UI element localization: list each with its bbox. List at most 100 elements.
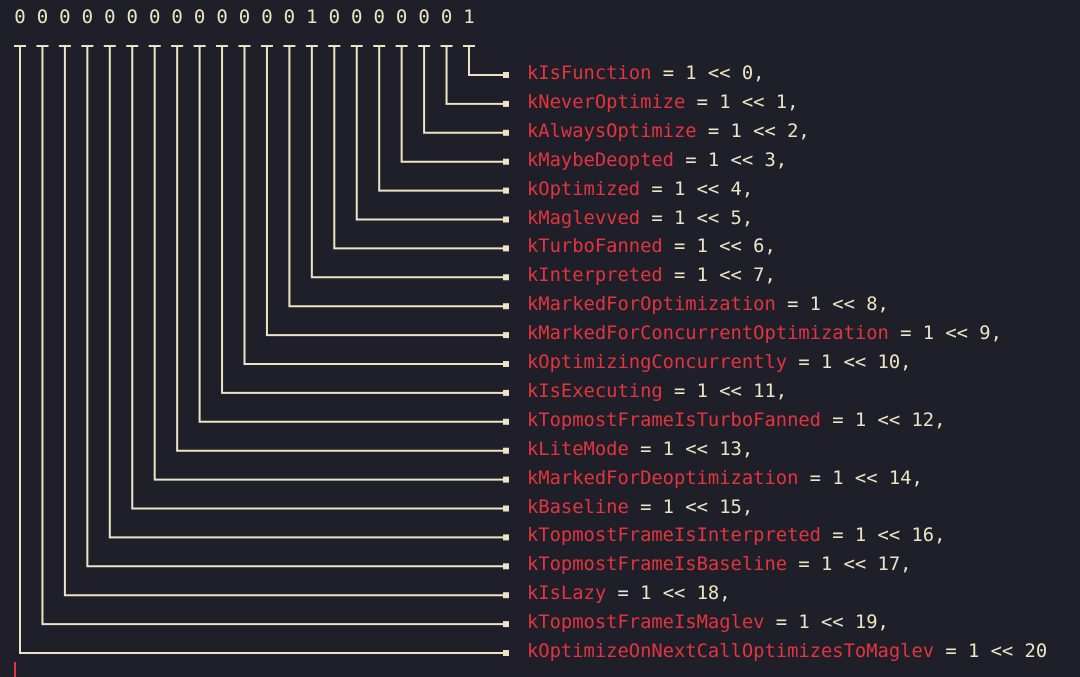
flag-row: kTopmostFrameIsBaseline = 1 << 17, (527, 554, 911, 576)
flag-row: kMaglevved = 1 << 5, (527, 208, 753, 230)
flag-name: kIsExecuting (527, 380, 663, 402)
flag-name: kIsLazy (527, 583, 607, 605)
connector-line (378, 46, 505, 192)
connector-end (503, 245, 509, 252)
flag-row: kTopmostFrameIsMaglev = 1 << 19, (527, 612, 889, 634)
flag-value: = 1 << 10, (787, 352, 912, 373)
flag-value: = 1 << 6, (662, 236, 776, 258)
flag-name: kTopmostFrameIsMaglev (527, 612, 765, 634)
connector-line (445, 46, 505, 105)
flag-value: = 1 << 12, (821, 409, 946, 431)
bit-digit: 0 (351, 6, 363, 28)
flag-value: = 1 << 5, (640, 207, 754, 229)
connector-end (503, 216, 509, 223)
flag-name: kTopmostFrameIsTurboFanned (527, 409, 821, 431)
flag-name: kOptimizeOnNextCallOptimizesToMaglev (527, 641, 935, 662)
connector-line (288, 46, 505, 308)
connector-line (19, 46, 505, 654)
connector-line (243, 46, 505, 365)
flag-row: kTurboFanned = 1 << 6, (527, 236, 776, 258)
flag-value: = 1 << 7, (662, 265, 776, 287)
connector-line (355, 46, 505, 221)
flag-name: kMarkedForConcurrentOptimization (527, 323, 889, 345)
flag-value: = 1 << 4, (640, 178, 754, 200)
connector-end (503, 303, 509, 310)
flag-name: kBaseline (527, 496, 629, 518)
flag-value: = 1 << 1, (685, 91, 799, 113)
connector-end (503, 534, 509, 541)
flag-row: kMarkedForConcurrentOptimization = 1 << … (527, 323, 1002, 345)
bit-digit: 0 (171, 6, 183, 28)
connector-end (503, 129, 509, 136)
flag-row: kLiteMode = 1 << 13, (527, 439, 753, 461)
flag-value: = 1 << 15, (628, 496, 754, 518)
flag-value: = 1 << 18, (606, 583, 731, 605)
flag-row: kIsLazy = 1 << 18, (527, 583, 731, 605)
flag-name: kInterpreted (527, 265, 663, 287)
bit-digit: 0 (148, 6, 161, 28)
flag-row: kIsExecuting = 1 << 11, (527, 381, 787, 403)
flag-value: = 1 << 19, (764, 612, 889, 634)
connector-end (503, 158, 509, 165)
bit-digit: 0 (216, 6, 228, 28)
connector-line (423, 46, 505, 134)
flag-row: kOptimizingConcurrently = 1 << 10, (527, 352, 911, 374)
connector-line (468, 46, 505, 76)
connector-line (176, 46, 505, 452)
connector-end (503, 505, 509, 512)
flag-value: = 1 << 14, (798, 467, 923, 489)
connector-end (503, 72, 509, 78)
flag-name: kNeverOptimize (527, 91, 686, 113)
flag-row: kNeverOptimize = 1 << 1, (527, 92, 798, 114)
flag-name: kMaglevved (527, 207, 641, 229)
connector-line (153, 46, 505, 481)
connector-end (503, 621, 509, 628)
connector-line (310, 46, 505, 279)
flag-name: kTopmostFrameIsInterpreted (527, 525, 821, 547)
flag-value: = 1 << 13, (628, 438, 754, 460)
connector-end (503, 389, 509, 396)
connector-end (503, 361, 509, 367)
flag-row: kTopmostFrameIsTurboFanned = 1 << 12, (527, 410, 945, 432)
connector-line (400, 46, 505, 163)
bit-digit: 0 (238, 6, 251, 28)
connector-end (503, 332, 509, 339)
text-cursor (14, 662, 16, 677)
flag-name: kAlwaysOptimize (527, 120, 697, 142)
flag-name: kMarkedForDeoptimization (527, 467, 799, 489)
bit-digit: 1 (306, 6, 318, 28)
connector-line (86, 46, 505, 568)
bit-digit: 0 (104, 6, 116, 28)
connector-line (265, 46, 505, 337)
flag-value: = 1 << 8, (775, 294, 889, 316)
connector-end (503, 274, 509, 281)
bit-digit: 0 (373, 6, 385, 28)
connector-line (41, 46, 505, 626)
flag-value: = 1 << 17, (787, 554, 912, 576)
bit-digit: 0 (193, 6, 206, 28)
flag-row: kInterpreted = 1 << 7, (527, 265, 776, 287)
flag-value: = 1 << 9, (888, 323, 1002, 345)
flag-row: kIsFunction = 1 << 0, (527, 63, 764, 85)
connector-end (503, 100, 509, 107)
bit-digit: 0 (283, 6, 296, 28)
connector-end (503, 187, 509, 194)
flag-row: kAlwaysOptimize = 1 << 2, (527, 121, 810, 143)
flag-row: kOptimizeOnNextCallOptimizesToMaglev = 1… (527, 641, 1047, 663)
connector-line (198, 46, 505, 423)
connector-end (503, 418, 509, 425)
bit-digit: 0 (126, 6, 138, 28)
bit-digit: 1 (463, 6, 475, 28)
connector-end (503, 592, 509, 599)
bit-digit: 0 (59, 6, 71, 28)
flag-name: kTopmostFrameIsBaseline (527, 554, 788, 576)
flag-name: kLiteMode (527, 438, 629, 460)
flag-value: = 1 << 3, (674, 149, 788, 171)
flag-row: kMarkedForDeoptimization = 1 << 14, (527, 468, 923, 490)
bit-digit: 0 (14, 6, 26, 28)
flag-name: kMarkedForOptimization (527, 294, 776, 316)
flag-row: kTopmostFrameIsInterpreted = 1 << 16, (527, 525, 945, 547)
flag-row: kOptimized = 1 << 4, (527, 179, 753, 201)
flag-value: = 1 << 16, (821, 525, 946, 547)
